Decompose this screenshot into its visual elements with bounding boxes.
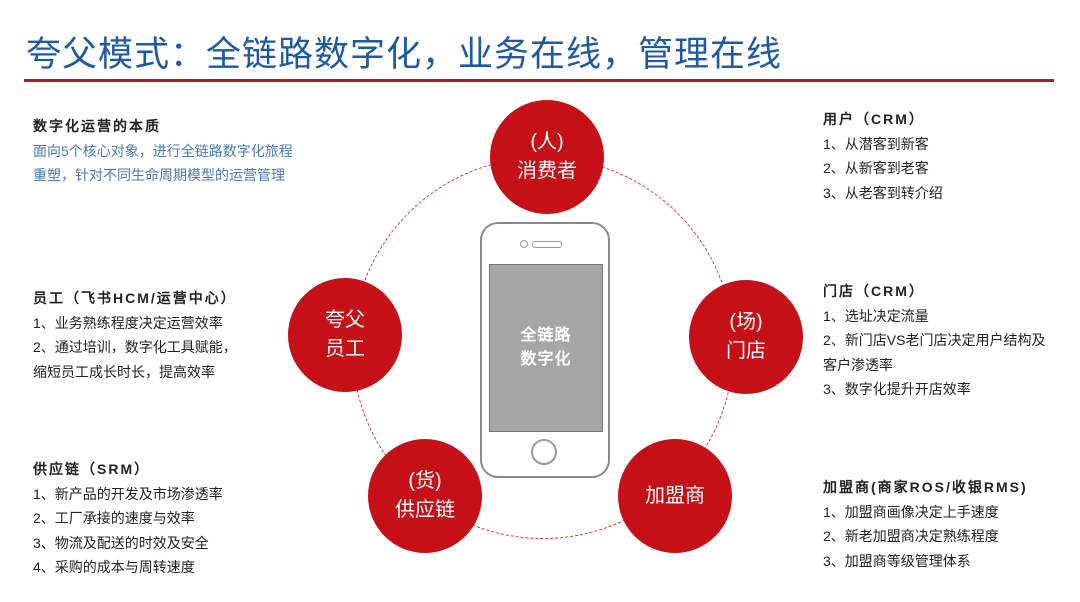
node-consumer: (人) 消费者	[490, 100, 604, 214]
node-label: 员工	[325, 338, 365, 360]
phone-screen: 全链路 数字化	[489, 264, 603, 432]
node-label: 门店	[726, 340, 766, 362]
node-label: 夸父	[325, 309, 365, 331]
node-label: (场)	[729, 311, 763, 333]
franchise-heading: 加盟商(商家ROS/收银RMS)	[823, 479, 1028, 495]
store-heading: 门店（CRM）	[823, 283, 925, 299]
staff-line: 缩短员工成长时长，提高效率	[33, 363, 215, 380]
user-line: 1、从潜客到新客	[823, 135, 929, 152]
essence-block: 数字化运营的本质 面向5个核心对象，进行全链路数字化旅程 重塑，针对不同生命周期…	[33, 114, 293, 188]
store-line: 3、数字化提升开店效率	[823, 381, 971, 397]
supply-line: 3、物流及配送的时效及安全	[33, 534, 209, 551]
phone-illustration: 全链路 数字化	[480, 222, 610, 478]
franchise-line: 1、加盟商画像决定上手速度	[823, 503, 999, 520]
essence-heading: 数字化运营的本质	[33, 118, 161, 134]
franchise-block: 加盟商(商家ROS/收银RMS) 1、加盟商画像决定上手速度 2、新老加盟商决定…	[823, 475, 1028, 573]
store-line: 1、选址决定流量	[823, 307, 929, 324]
node-label: 供应链	[395, 499, 455, 521]
franchise-line: 3、加盟商等级管理体系	[823, 552, 971, 569]
node-label: (货)	[408, 470, 442, 492]
supply-line: 1、新产品的开发及市场渗透率	[33, 485, 223, 502]
user-block: 用户（CRM） 1、从潜客到新客 2、从新客到老客 3、从老客到转介绍	[823, 107, 943, 205]
essence-line: 面向5个核心对象，进行全链路数字化旅程	[33, 142, 293, 159]
user-heading: 用户（CRM）	[823, 111, 925, 127]
node-franchise: 加盟商	[618, 439, 732, 553]
title-divider	[24, 79, 1054, 82]
store-line: 2、新门店VS老门店决定用户结构及	[823, 332, 1046, 348]
screen-text: 全链路	[520, 327, 572, 344]
home-button-icon	[531, 439, 557, 465]
franchise-line: 2、新老加盟商决定熟练程度	[823, 528, 999, 544]
supply-heading: 供应链（SRM）	[33, 461, 151, 477]
supply-block: 供应链（SRM） 1、新产品的开发及市场渗透率 2、工厂承接的速度与效率 3、物…	[33, 457, 223, 580]
node-staff: 夸父 员工	[288, 278, 402, 392]
node-label: (人)	[530, 131, 564, 153]
node-label: 加盟商	[645, 484, 705, 507]
staff-heading: 员工（飞书HCM/运营中心）	[33, 290, 237, 306]
node-label: 消费者	[517, 160, 577, 182]
store-block: 门店（CRM） 1、选址决定流量 2、新门店VS老门店决定用户结构及 客户渗透率…	[823, 279, 1045, 402]
staff-line: 1、业务熟练程度决定运营效率	[33, 314, 223, 331]
user-line: 3、从老客到转介绍	[823, 184, 943, 201]
essence-line: 重塑，针对不同生命周期模型的运营管理	[33, 167, 285, 183]
supply-line: 4、采购的成本与周转速度	[33, 559, 195, 575]
speaker-icon	[532, 241, 562, 248]
store-line: 客户渗透率	[823, 356, 893, 373]
user-line: 2、从新客到老客	[823, 160, 929, 176]
page-title: 夸父模式：全链路数字化，业务在线，管理在线	[26, 35, 783, 74]
supply-line: 2、工厂承接的速度与效率	[33, 510, 195, 526]
screen-text: 数字化	[520, 351, 572, 368]
node-store: (场) 门店	[689, 280, 803, 394]
staff-line: 2、通过培训，数字化工具赋能，	[33, 339, 237, 355]
staff-block: 员工（飞书HCM/运营中心） 1、业务熟练程度决定运营效率 2、通过培训，数字化…	[33, 286, 237, 384]
camera-icon	[520, 240, 528, 248]
node-supply: (货) 供应链	[368, 439, 482, 553]
